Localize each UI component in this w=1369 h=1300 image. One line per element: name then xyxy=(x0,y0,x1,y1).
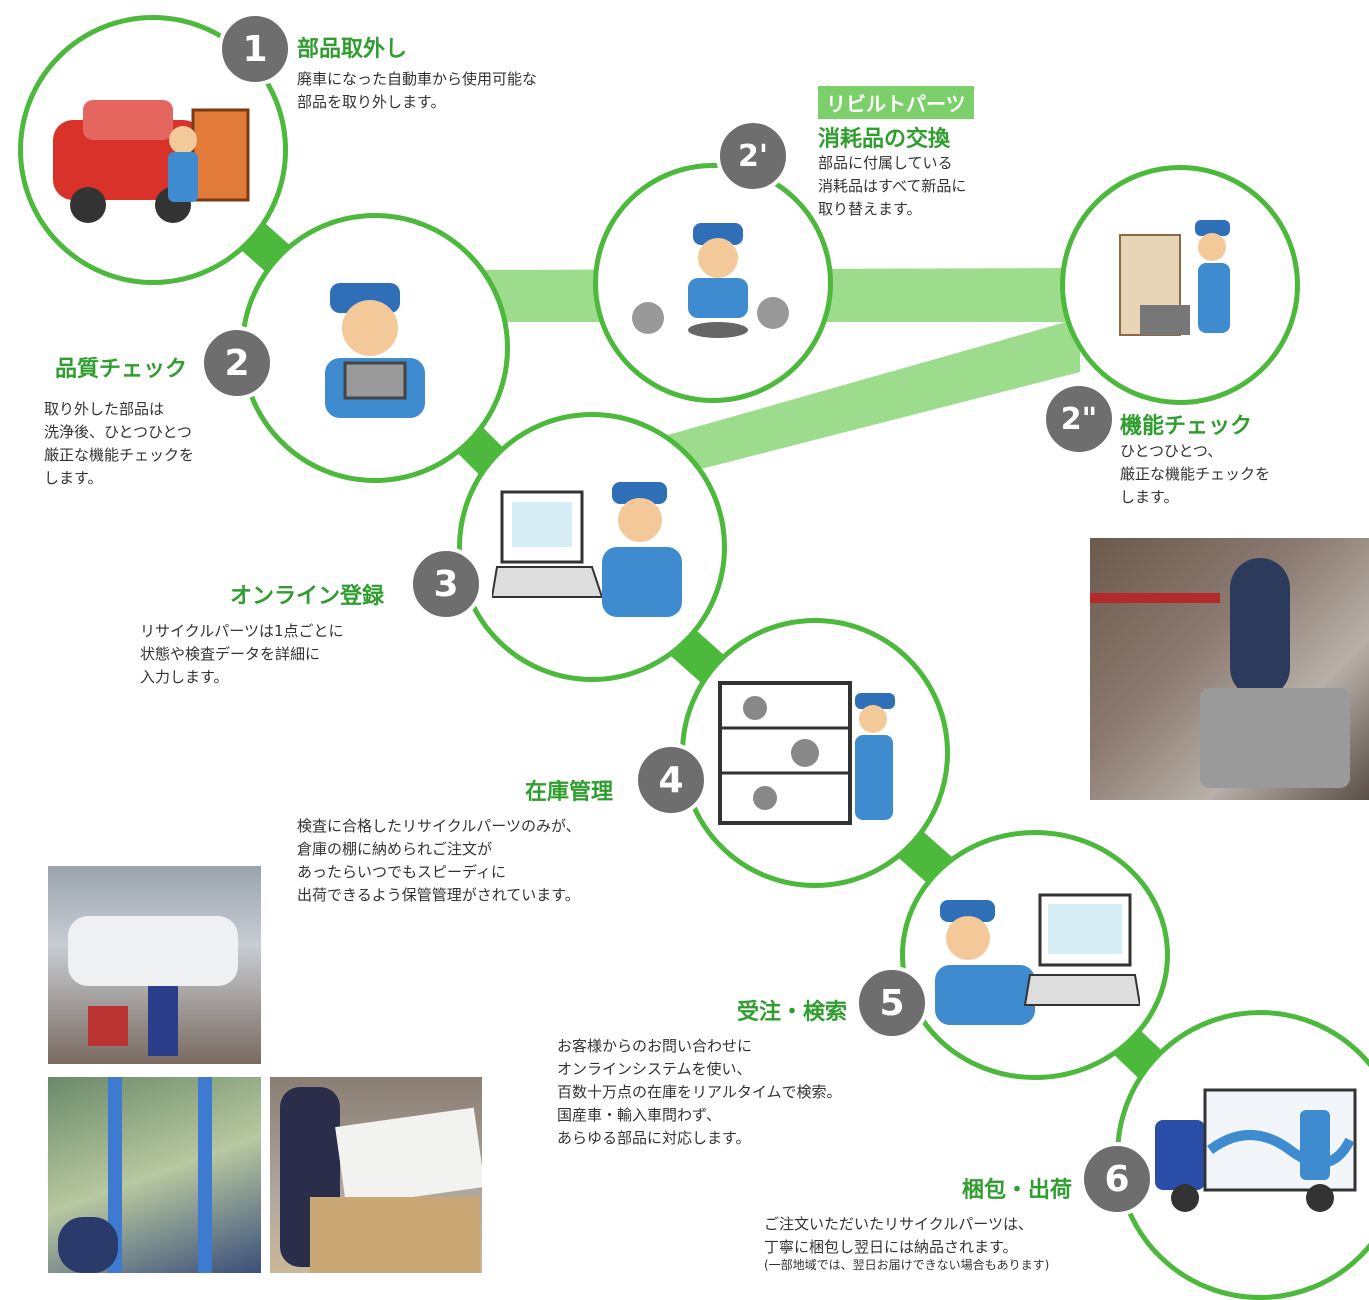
step2a-circle xyxy=(593,163,833,403)
lift-car-photo xyxy=(48,866,261,1064)
step6-note: (一部地域では、翌日お届けできない場合もあります) xyxy=(764,1258,1050,1272)
step4-desc: 検査に合格したリサイクルパーツのみが、 倉庫の棚に納められご注文が あったらいつ… xyxy=(297,817,581,904)
function-check-illustration xyxy=(1119,220,1230,336)
step1-title: 部品取外し xyxy=(297,37,408,62)
step3-title: オンライン登録 xyxy=(230,584,385,609)
rebuilt-band-lower xyxy=(650,318,1080,482)
step3-badge: 3 xyxy=(409,547,483,621)
step1-badge: 1 xyxy=(218,12,292,86)
step2-desc: 取り外した部品は 洗浄後、ひとつひとつ 厳正な機能チェックを します。 xyxy=(44,400,195,487)
step2-circle xyxy=(240,213,510,483)
step5-title: 受注・検索 xyxy=(737,1000,848,1025)
step5-desc: お客様からのお問い合わせに オンラインシステムを使い、 百数十万点の在庫をリアル… xyxy=(557,1037,842,1147)
parts-rack-photo xyxy=(48,1077,261,1273)
step4-title: 在庫管理 xyxy=(525,780,614,805)
order-search-illustration xyxy=(935,893,1140,1025)
step6-desc: ご注文いただいたリサイクルパーツは、 丁寧に梱包し翌日には納品されます。 xyxy=(764,1215,1033,1256)
step5-badge: 5 xyxy=(855,966,929,1040)
step3-desc: リサイクルパーツは1点ごとに 状態や検査データを詳細に 入力します。 xyxy=(140,622,344,686)
step4-badge: 4 xyxy=(634,743,708,817)
warehouse-shelf-illustration xyxy=(718,681,895,825)
delivery-truck-illustration xyxy=(1155,1088,1357,1212)
step2b-circle xyxy=(1060,165,1300,405)
step2b-desc: ひとつひとつ、 厳正な機能チェックを します。 xyxy=(1120,442,1271,506)
step6-circle xyxy=(1115,1010,1369,1300)
computer-entry-illustration xyxy=(492,482,682,617)
step6-title: 梱包・出荷 xyxy=(962,1178,1073,1203)
step1-desc: 廃車になった自動車から使用可能な 部品を取り外します。 xyxy=(297,70,538,111)
step2a-desc: 部品に付属している 消耗品はすべて新品に 取り替えます。 xyxy=(818,154,967,218)
step2b-badge: 2" xyxy=(1042,382,1116,456)
step3-circle xyxy=(457,412,727,682)
part-inspection-illustration xyxy=(325,283,425,418)
step2a-badge: 2' xyxy=(716,119,790,193)
step2-badge: 2 xyxy=(200,326,274,400)
packing-photo xyxy=(270,1077,482,1273)
step5-circle xyxy=(900,830,1170,1080)
rebuilt-parts-tag: リビルトパーツ xyxy=(818,86,974,119)
step2-title: 品質チェック xyxy=(55,357,188,382)
step6-badge: 6 xyxy=(1080,1142,1154,1216)
step4-circle xyxy=(680,618,950,888)
step2b-title: 機能チェック xyxy=(1120,414,1253,439)
engine-work-photo xyxy=(1090,538,1369,800)
car-dismantle-illustration xyxy=(53,100,250,223)
step2a-title: 消耗品の交換 xyxy=(818,127,951,152)
consumable-replace-illustration xyxy=(632,223,789,338)
